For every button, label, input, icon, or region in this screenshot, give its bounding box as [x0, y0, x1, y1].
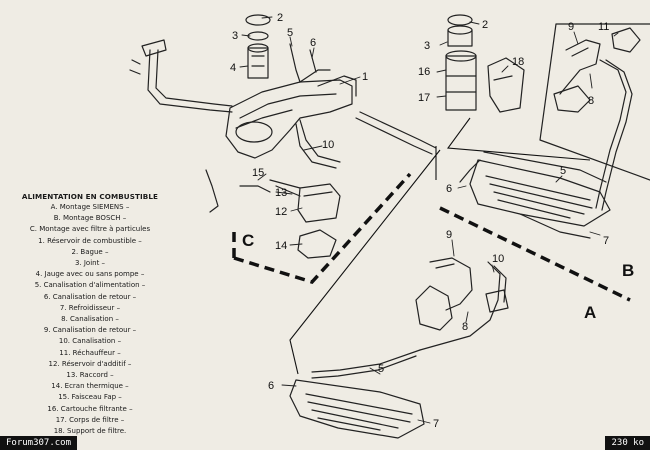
legend-item: 2. Bague –	[71, 247, 109, 256]
legend-item: 9. Canalisation de retour –	[43, 326, 137, 335]
legend-title: ALIMENTATION EN COMBUSTIBLE	[21, 192, 159, 201]
callout-18: 18	[512, 56, 524, 68]
callout-1: 1	[362, 71, 368, 83]
callout-3: 3	[232, 30, 238, 42]
callout-6: 6	[310, 37, 316, 49]
callout-2: 2	[277, 12, 283, 24]
callout-14: 14	[275, 240, 287, 252]
additive-tank	[269, 179, 341, 223]
legend-item: 15. Faisceau Fap –	[58, 393, 122, 402]
heat-shield	[297, 229, 337, 259]
file-size-badge: 230 ko	[605, 436, 650, 450]
legend-item: C. Montage avec filtre à particules	[29, 225, 151, 234]
legend-item: 3. Joint –	[74, 259, 106, 268]
fap-harness	[205, 169, 271, 213]
legend-item: 6. Canalisation de retour –	[43, 292, 137, 301]
callout-7-b: 7	[603, 235, 609, 247]
callout-5-a: 5	[378, 363, 384, 375]
callout-13: 13	[275, 187, 287, 199]
callout-10: 10	[322, 139, 334, 151]
legend-item: 18. Support de filtre.	[53, 427, 127, 436]
legend-item: 7. Refroidisseur –	[59, 303, 121, 312]
callout-9-a: 9	[446, 229, 452, 241]
legend-item: 4. Jauge avec ou sans pompe –	[35, 270, 145, 279]
callout-7-a: 7	[433, 418, 439, 430]
legend: ALIMENTATION EN COMBUSTIBLE A. Montage S…	[6, 192, 174, 437]
callout-11: 11	[598, 21, 609, 33]
legend-item: A. Montage SIEMENS –	[50, 203, 130, 211]
callout-6-a: 6	[268, 380, 274, 392]
section-label-b: B	[622, 261, 634, 280]
section-c-boundary	[233, 172, 412, 284]
cooler-b	[459, 151, 611, 239]
legend-item: 17. Corps de filtre –	[55, 415, 125, 424]
forum-watermark: Forum307.com	[0, 436, 78, 450]
cooler-a	[289, 379, 425, 439]
section-b-frame	[539, 23, 650, 181]
callouts: 2 3 4 5 6 1 10 15 13 12 14 2 3 16 17 18 …	[230, 12, 609, 430]
section-b-lines	[553, 27, 641, 211]
callout-6-b: 6	[446, 183, 452, 195]
fuel-filter	[445, 14, 525, 113]
section-b-outline	[446, 117, 591, 161]
legend-item: 1. Réservoir de combustible –	[38, 236, 142, 245]
callout-8-a: 8	[462, 321, 468, 333]
section-a-outline	[289, 149, 441, 375]
legend-item: 8. Canalisation –	[61, 315, 119, 324]
callout-3-filter: 3	[424, 40, 430, 52]
section-a-lines	[311, 257, 509, 379]
section-a-boundary	[439, 206, 631, 302]
legend-item: 5. Canalisation d'alimentation –	[34, 281, 146, 290]
filler-neck	[129, 39, 233, 113]
fuel-tank	[225, 69, 357, 159]
section-boundaries	[232, 117, 631, 375]
callout-10-a: 10	[492, 253, 504, 265]
callout-15: 15	[252, 167, 264, 179]
callout-17: 17	[418, 92, 430, 104]
supply-return-lines-c	[289, 43, 437, 169]
legend-items: A. Montage SIEMENS – B. Montage BOSCH – C.…	[6, 202, 174, 437]
callout-8-b: 8	[588, 95, 594, 107]
fuel-gauge-pump	[245, 14, 271, 79]
callout-5-b: 5	[560, 165, 566, 177]
callout-2-filter: 2	[482, 19, 488, 31]
legend-item: 10. Canalisation –	[58, 337, 122, 346]
section-label-a: A	[584, 303, 596, 322]
legend-item: 13. Raccord –	[66, 371, 114, 380]
legend-item: 16. Cartouche filtrante –	[47, 404, 133, 413]
callout-4: 4	[230, 62, 236, 74]
legend-item: B. Montage BOSCH –	[53, 214, 127, 223]
callout-16: 16	[418, 66, 430, 78]
callout-9-b: 9	[568, 21, 574, 33]
legend-item: 11. Réchauffeur –	[59, 348, 121, 357]
legend-item: 14. Ecran thermique –	[51, 382, 129, 391]
leader-lines	[239, 16, 619, 424]
callout-12: 12	[275, 206, 287, 218]
callout-5: 5	[287, 27, 293, 39]
legend-item: 12. Réservoir d'additif –	[48, 359, 132, 368]
section-label-c: C	[242, 231, 254, 250]
